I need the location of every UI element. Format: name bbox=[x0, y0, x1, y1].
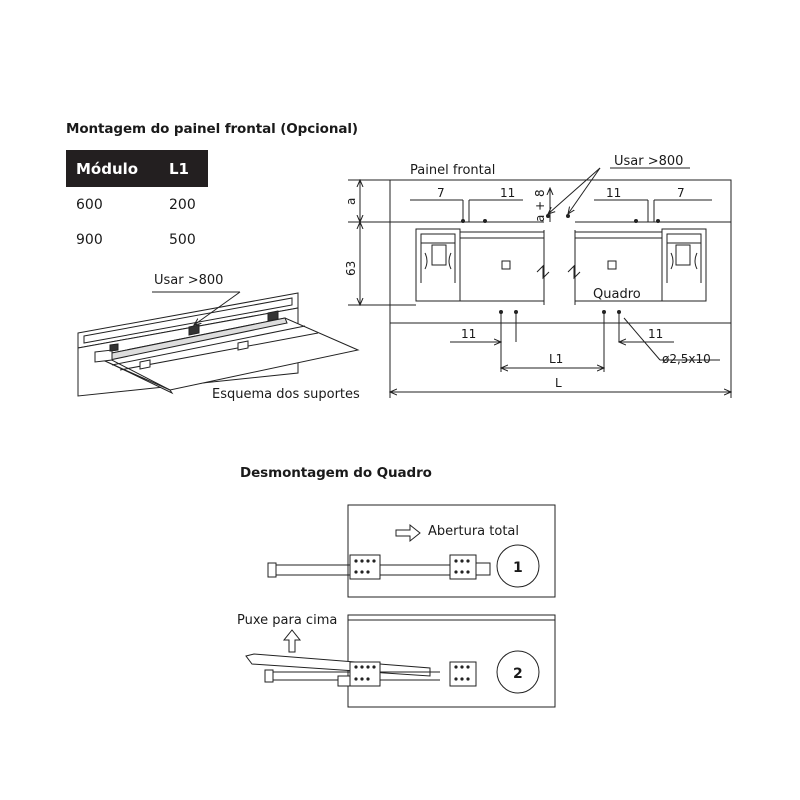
dim-11-left: 11 bbox=[500, 186, 515, 200]
table-cell: 200 bbox=[169, 197, 196, 213]
dim-L1: L1 bbox=[549, 352, 563, 366]
abertura-total-label: Abertura total bbox=[428, 524, 519, 539]
schema-caption: Esquema dos suportes bbox=[212, 387, 360, 402]
front-panel-drawing bbox=[348, 167, 731, 398]
hole-dots bbox=[461, 214, 660, 314]
table-cell: 900 bbox=[76, 232, 103, 248]
schema-usar-label: Usar >800 bbox=[154, 273, 223, 288]
table-cell: 500 bbox=[169, 232, 196, 248]
step2-drawing bbox=[245, 614, 556, 708]
hole-spec-label: ø2,5x10 bbox=[662, 352, 711, 366]
step1-drawing bbox=[267, 504, 556, 598]
table-cell: 600 bbox=[76, 197, 103, 213]
dim-a-plus-8: a + 8 bbox=[533, 189, 547, 222]
table-header: Módulo L1 bbox=[66, 150, 208, 187]
quadro-label: Quadro bbox=[593, 287, 641, 302]
section-title-montagem: Montagem do painel frontal (Opcional) bbox=[66, 121, 358, 137]
dim-11-bottom-right: 11 bbox=[648, 327, 663, 341]
step1-number: 1 bbox=[513, 560, 523, 576]
puxe-para-cima-label: Puxe para cima bbox=[237, 613, 337, 628]
dim-63: 63 bbox=[344, 261, 358, 276]
dim-7-left: 7 bbox=[437, 186, 445, 200]
table-header-modulo: Módulo bbox=[76, 160, 139, 178]
usar-800-label: Usar >800 bbox=[614, 154, 683, 169]
step2-number: 2 bbox=[513, 666, 523, 682]
dim-7-right: 7 bbox=[677, 186, 685, 200]
section-title-desmontagem: Desmontagem do Quadro bbox=[240, 465, 432, 481]
dim-L: L bbox=[555, 376, 562, 390]
dim-11-right: 11 bbox=[606, 186, 621, 200]
painel-frontal-label: Painel frontal bbox=[410, 163, 495, 178]
dim-11-bottom-left: 11 bbox=[461, 327, 476, 341]
dim-a: a bbox=[344, 198, 358, 205]
table-header-l1: L1 bbox=[169, 160, 189, 178]
support-schema bbox=[77, 291, 360, 397]
